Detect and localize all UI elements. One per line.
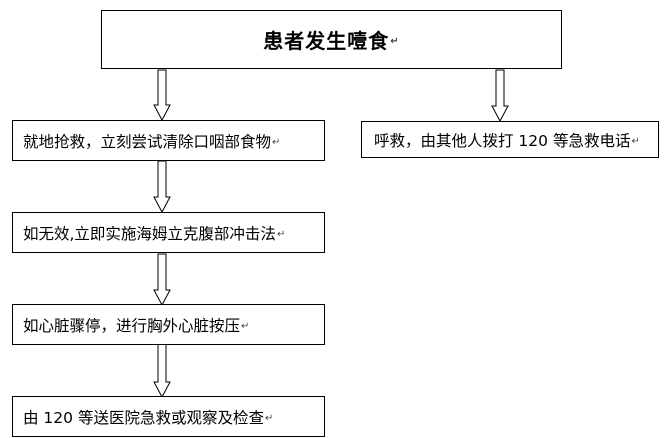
- arrow-step1-to-step2: [153, 160, 171, 214]
- step-text-1: 就地抢救，立刻尝试清除口咽部食物: [23, 132, 272, 151]
- step-box-4: 由 120 等送医院急救或观察及检查↵: [12, 396, 325, 437]
- step-box-1: 就地抢救，立刻尝试清除口咽部食物↵: [12, 120, 325, 161]
- title-text: 患者发生噎食: [263, 29, 390, 53]
- arrow-step2-to-step3: [153, 253, 171, 307]
- paragraph-mark: ↵: [241, 321, 250, 332]
- title-box: 患者发生噎食↵: [101, 10, 562, 69]
- arrow-step3-to-step4: [153, 343, 171, 399]
- paragraph-mark: ↵: [390, 36, 400, 47]
- arrow-title-to-step1: [153, 69, 171, 122]
- paragraph-mark: ↵: [631, 136, 640, 147]
- step-box-3: 如心脏骤停，进行胸外心脏按压↵: [12, 304, 325, 345]
- paragraph-mark: ↵: [276, 229, 286, 240]
- paragraph-mark: ↵: [264, 413, 274, 424]
- step-text-4: 由 120 等送医院急救或观察及检查: [23, 408, 264, 427]
- step-text-3: 如心脏骤停，进行胸外心脏按压: [23, 316, 241, 335]
- side-box: 呼救，由其他人拨打 120 等急救电话↵: [361, 121, 659, 158]
- arrow-title-to-side: [491, 69, 509, 123]
- side-text: 呼救，由其他人拨打 120 等急救电话: [374, 131, 631, 150]
- paragraph-mark: ↵: [272, 137, 281, 148]
- step-text-2: 如无效,立即实施海姆立克腹部冲击法: [23, 224, 276, 243]
- step-box-2: 如无效,立即实施海姆立克腹部冲击法↵: [12, 212, 325, 253]
